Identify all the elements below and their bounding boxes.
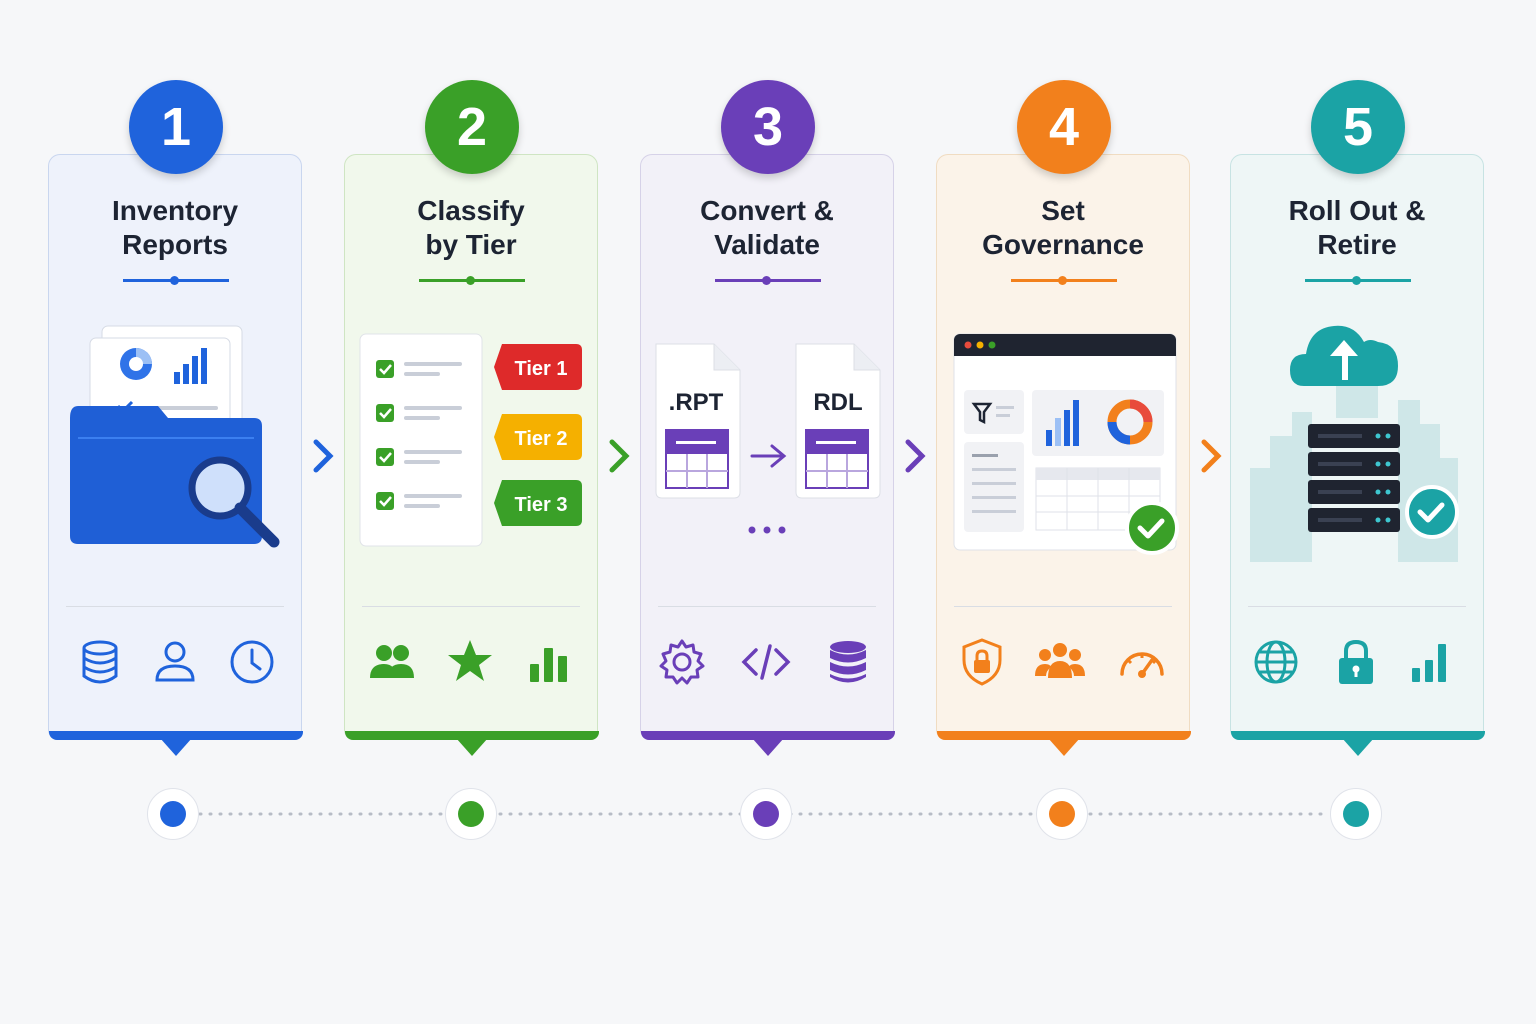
gear-icon <box>659 639 705 685</box>
tier-classification-illustration: Tier 1 Tier 2 Tier 3 <box>359 333 582 547</box>
tier-2-label: Tier 2 <box>515 428 568 450</box>
timeline-dotted-line <box>198 812 1332 816</box>
card-accent-bar <box>345 731 599 740</box>
timeline-step-5-marker <box>1330 788 1382 840</box>
step-title: Classify by Tier <box>417 195 525 260</box>
chevron-right-icon <box>609 439 630 473</box>
step-number-badge: 4 <box>1017 80 1111 174</box>
lock-icon <box>1339 639 1373 684</box>
cloud-rollout-illustration <box>1250 325 1459 562</box>
timeline-step-3-marker <box>740 788 792 840</box>
chevron-right-icon <box>313 439 334 473</box>
card-pointer <box>752 738 784 756</box>
timeline-step-1-marker <box>147 788 199 840</box>
step-title: Roll Out & Retire <box>1288 195 1426 260</box>
folder-search-illustration <box>70 325 280 548</box>
chevron-right-icon <box>905 439 926 473</box>
code-icon <box>741 644 791 680</box>
bar-chart-icon <box>1412 644 1446 682</box>
card-pointer <box>160 738 192 756</box>
step-1: 1 Inventory Reports <box>48 80 304 760</box>
title-underline <box>419 276 525 285</box>
bar-chart-icon <box>530 648 567 682</box>
user-icon <box>155 641 195 682</box>
card-pointer <box>1048 738 1080 756</box>
timeline-step-2-marker <box>445 788 497 840</box>
database-icon <box>82 640 118 684</box>
card-pointer <box>456 738 488 756</box>
step-title: Inventory Reports <box>111 195 239 260</box>
step-title: Set Governance <box>982 195 1144 260</box>
step-4: 4 Set Governance <box>936 80 1192 760</box>
step-number-badge: 3 <box>721 80 815 174</box>
chevron-right-icon <box>1201 439 1222 473</box>
team-icon <box>1035 643 1085 678</box>
card-accent-bar <box>937 731 1191 740</box>
step-3: 3 Convert & Validate .RPT RDL <box>640 80 896 760</box>
title-underline <box>715 276 821 285</box>
clock-icon <box>230 640 274 684</box>
star-icon <box>448 640 492 681</box>
target-format-label: RDL <box>813 389 862 416</box>
step-number-badge: 1 <box>129 80 223 174</box>
card-accent-bar <box>1231 731 1485 740</box>
file-conversion-illustration: .RPT RDL <box>655 343 881 534</box>
source-format-label: .RPT <box>669 389 724 416</box>
gauge-icon <box>1120 652 1164 678</box>
step-2: 2 Classify by Tier Tier 1 Tier 2 Tier 3 <box>344 80 600 760</box>
tier-3-label: Tier 3 <box>515 494 568 516</box>
step-title: Convert & Validate <box>700 195 834 260</box>
title-underline <box>123 276 229 285</box>
users-icon <box>370 645 414 678</box>
tier-1-label: Tier 1 <box>515 358 568 380</box>
card-pointer <box>1342 738 1374 756</box>
governance-dashboard-illustration <box>953 333 1179 555</box>
timeline-step-4-marker <box>1036 788 1088 840</box>
step-number-badge: 5 <box>1311 80 1405 174</box>
title-underline <box>1305 276 1411 285</box>
card-accent-bar <box>49 731 303 740</box>
globe-icon <box>1254 640 1298 684</box>
shield-lock-icon <box>962 638 1002 686</box>
card-accent-bar <box>641 731 895 740</box>
step-number-badge: 2 <box>425 80 519 174</box>
step-5: 5 Roll Out & Retire <box>1230 80 1486 760</box>
database-icon <box>830 641 866 683</box>
title-underline <box>1011 276 1117 285</box>
